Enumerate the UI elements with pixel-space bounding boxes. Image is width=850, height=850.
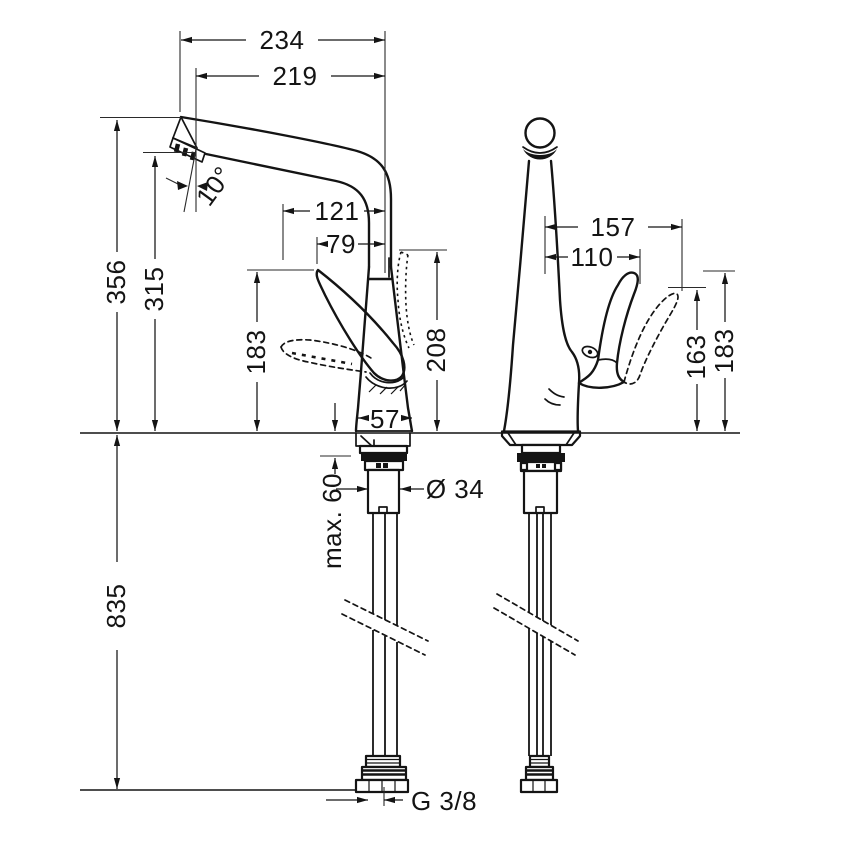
handle-side-view: [315, 268, 408, 389]
dim-front-reach-label: 110: [571, 242, 614, 272]
handle-front-view: [577, 271, 639, 389]
dim-overall-reach-label: 234: [260, 25, 305, 55]
dim-height-handle-raised-label: 208: [421, 328, 451, 373]
dim-front-height-min-label: 163: [681, 335, 711, 380]
aerator: [169, 116, 206, 163]
reference-lines: [80, 31, 740, 806]
front-view-hose-connector: [519, 754, 559, 794]
handle-side-view-raised-position: [396, 251, 415, 349]
side-view-mounting: [355, 432, 411, 515]
dim-height-overall-label: 356: [101, 260, 131, 305]
front-view-faucet: [493, 117, 679, 794]
spout-end-circle: [524, 117, 556, 149]
handle-side-view-alt-position: [280, 338, 372, 373]
handle-front-view-alt-position: [623, 292, 679, 385]
dim-counter-max-label: max. 60: [317, 473, 347, 569]
dim-spout-angle-label: 10°: [190, 161, 238, 212]
dim-thread-label: G 3/8: [411, 786, 477, 816]
side-view-hose-connector: [354, 754, 410, 794]
dim-hose-length-label: 835: [101, 584, 131, 629]
side-view-faucet: [169, 115, 429, 794]
dim-height-handle-side-label: 183: [241, 330, 271, 375]
dimension-lines: [113, 36, 729, 804]
dim-handle-reach-label: 79: [326, 229, 356, 259]
dim-base-width-label: 57: [370, 404, 400, 434]
front-view-mounting: [500, 430, 582, 515]
dim-front-reach-max-label: 157: [591, 212, 636, 242]
dim-height-outlet-label: 315: [139, 267, 169, 312]
dim-front-height-label: 183: [709, 329, 739, 374]
front-view-hoses: [493, 513, 579, 756]
dimension-labels: 234 219 10° 121 79 356 315 183 208 57 ma…: [101, 25, 739, 816]
side-view-hoses: [341, 513, 429, 756]
dim-handle-reach-max-label: 121: [315, 196, 360, 226]
dim-spout-reach-label: 219: [273, 61, 318, 91]
dim-hole-diameter-label: Ø 34: [426, 474, 484, 504]
